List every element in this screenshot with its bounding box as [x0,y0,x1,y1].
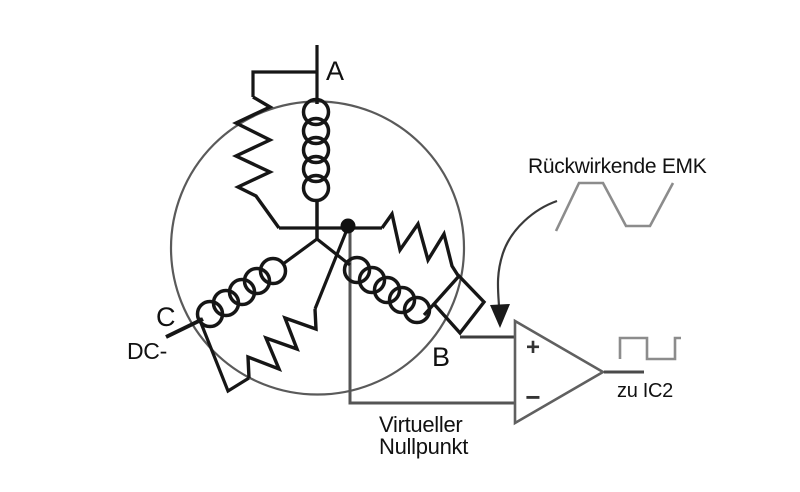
back-emf-label: Rückwirkende EMK [528,155,707,178]
star-leg-c [282,237,318,266]
comparator-minus-symbol: − [525,382,540,412]
winding-b-to-pad-lead [422,302,436,317]
virtual-neutral-dot [340,218,356,234]
trapezoid-emf-waveform [554,181,675,232]
terminal-b-pad [431,273,487,336]
terminal-c-return-lead [197,317,250,394]
terminal-c-label: C [156,302,175,332]
resistor-c [246,308,318,379]
virtual-null-label-line2: Nullpunkt [379,434,468,459]
square-wave-symbol [618,336,681,361]
virtual-null-sense-line [348,229,514,405]
resistor-c-to-dot-lead [313,226,350,310]
terminal-b-label: B [432,342,450,372]
dc-minus-label: DC- [127,338,167,364]
terminal-c-lead [165,317,204,339]
star-leg-b [316,237,351,267]
resistor-a-jumper [251,70,317,97]
terminal-a-label: A [326,56,344,86]
virtual-null-label-line1: Virtueller [379,412,462,437]
arrowhead-icon [490,304,510,328]
resistor-b [380,209,461,278]
winding-b [342,255,432,325]
comparator-triangle [513,318,606,426]
resistor-a [232,95,281,229]
back-emf-arrow-curve [496,199,558,307]
winding-c [195,256,288,329]
output-label: zu IC2 [617,380,673,402]
comparator-plus-symbol: + [526,334,540,361]
winding-a [301,97,331,240]
motor-stator-circle [169,100,466,396]
